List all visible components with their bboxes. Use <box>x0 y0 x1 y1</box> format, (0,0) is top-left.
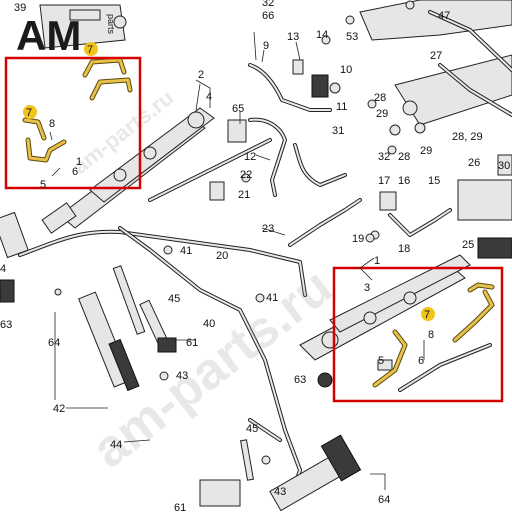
callout-17: 17 <box>378 175 390 187</box>
callout-29b: 29 <box>420 145 432 157</box>
callout-11: 11 <box>336 101 347 113</box>
callout-29a: 29 <box>376 108 388 120</box>
callout-25: 25 <box>462 239 474 251</box>
callout-badge-7-top <box>84 42 98 56</box>
callout-28b: 28 <box>398 151 410 163</box>
callout-12: 12 <box>244 151 256 163</box>
callout-9: 9 <box>263 40 269 52</box>
callout-47: 47 <box>438 10 450 22</box>
callout-43b: 43 <box>274 486 286 498</box>
injector-rail-left <box>41 107 215 234</box>
logo-suffix: parts <box>106 14 116 35</box>
callout-badge-7-right <box>421 307 435 321</box>
callout-45a: 45 <box>168 293 180 305</box>
callout-2: 2 <box>198 69 204 81</box>
callout-4b: 4 <box>0 263 6 275</box>
callout-20: 20 <box>216 250 228 262</box>
upper-right-rail <box>359 0 512 259</box>
callout-53: 53 <box>346 31 358 43</box>
callout-6b: 6 <box>418 355 424 367</box>
callout-7-left: 7 <box>26 107 32 119</box>
center-brackets <box>209 59 362 247</box>
callout-15: 15 <box>428 175 440 187</box>
callout-63b: 63 <box>294 374 306 386</box>
callout-8a: 8 <box>49 118 55 130</box>
callout-28a: 28 <box>374 92 386 104</box>
callout-66: 66 <box>262 10 274 22</box>
callout-10: 10 <box>340 64 352 76</box>
callout-40: 40 <box>203 318 215 330</box>
callout-61b: 61 <box>174 502 186 512</box>
highlight-frame-right <box>332 266 504 403</box>
pressure-pipe-upper-left <box>22 57 133 163</box>
callout-3: 3 <box>364 282 370 294</box>
callout-7b: 7 <box>424 309 430 321</box>
callout-19: 19 <box>352 233 364 245</box>
small-bolts <box>54 0 415 465</box>
callout-42: 42 <box>53 403 65 415</box>
callout-39: 39 <box>14 2 26 14</box>
callout-23: 23 <box>262 223 274 235</box>
callout-14: 14 <box>316 29 328 41</box>
callout-43a: 43 <box>176 370 188 382</box>
callout-26: 26 <box>468 157 480 169</box>
callout-18: 18 <box>398 243 410 255</box>
callout-32a: 32 <box>262 0 274 9</box>
callout-6a: 6 <box>72 166 78 178</box>
callout-16: 16 <box>398 175 410 187</box>
callout-5a: 5 <box>40 179 46 191</box>
sensor-top-left <box>0 211 29 303</box>
callout-64a: 64 <box>48 337 60 349</box>
callout-21: 21 <box>238 189 250 201</box>
callout-13: 13 <box>287 31 299 43</box>
callout-61a: 61 <box>186 337 198 349</box>
callout-27: 27 <box>430 50 442 62</box>
callout-63a: 63 <box>0 319 12 331</box>
pressure-pipe-lower-right <box>372 282 495 388</box>
return-pipes <box>18 138 307 502</box>
top-left-parts <box>39 4 127 49</box>
callout-22: 22 <box>240 169 252 181</box>
callout-44: 44 <box>110 439 122 451</box>
callout-45b: 45 <box>246 423 258 435</box>
right-bolts <box>370 191 452 240</box>
callout-4a: 4 <box>206 91 212 103</box>
watermark: am-parts.ru am-parts.ru <box>68 85 343 480</box>
injector-rail-right <box>299 254 492 392</box>
callout-31: 31 <box>332 125 344 137</box>
callout-32b: 32 <box>378 151 390 163</box>
callout-64b: 64 <box>378 494 390 506</box>
callout-1a: 1 <box>76 156 82 168</box>
callout-41a: 41 <box>180 245 192 257</box>
highlight-frame-left <box>4 56 142 190</box>
callout-1b: 1 <box>374 255 380 267</box>
callout-41b: 41 <box>266 292 278 304</box>
injector-lower <box>199 418 362 512</box>
callout-5b: 5 <box>378 355 384 367</box>
leader-lines <box>49 31 425 490</box>
injector-left <box>78 265 177 392</box>
callout-8b: 8 <box>428 329 434 341</box>
callout-badge-7-left <box>23 105 37 119</box>
callout-7a: 7 <box>87 44 93 56</box>
callout-30: 30 <box>498 160 510 172</box>
callout-28-29: 28, 29 <box>452 131 483 143</box>
logo-text: AM <box>16 12 81 59</box>
callout-65: 65 <box>232 103 244 115</box>
am-parts-logo: AM parts <box>16 12 116 59</box>
